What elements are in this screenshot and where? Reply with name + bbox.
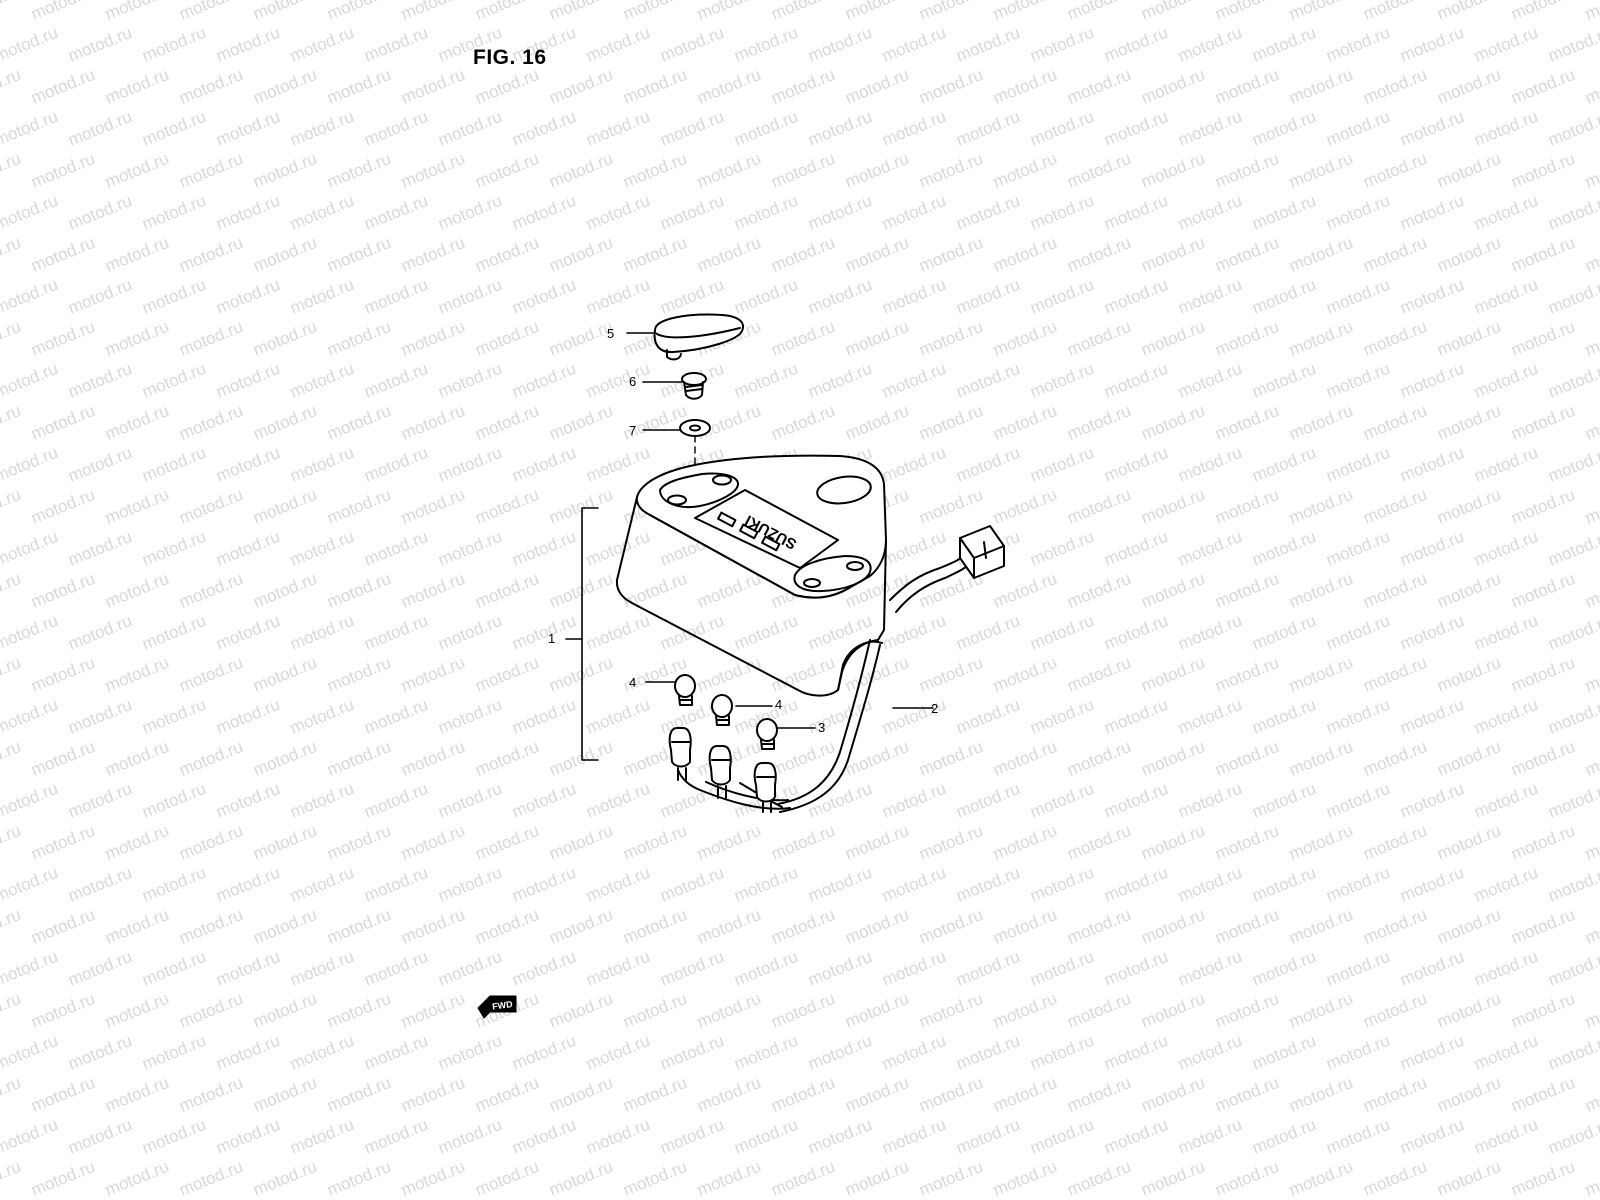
callout-4-left: 4 bbox=[629, 675, 637, 690]
screw-part bbox=[681, 372, 707, 400]
callout-2: 2 bbox=[931, 701, 939, 716]
figure-title: FIG. 16 bbox=[473, 46, 547, 69]
washer-part bbox=[679, 419, 711, 437]
cable-harness bbox=[677, 525, 1005, 813]
bulb-left bbox=[674, 674, 696, 706]
cap-part bbox=[653, 313, 744, 361]
callout-6: 6 bbox=[629, 374, 637, 389]
fwd-label: FWD bbox=[492, 999, 514, 1012]
bulb-socket-right bbox=[753, 762, 777, 813]
fwd-arrow-icon bbox=[477, 995, 517, 1019]
bulb-middle bbox=[711, 694, 733, 726]
callout-1: 1 bbox=[548, 631, 556, 646]
indicator-housing bbox=[615, 454, 887, 697]
callout-3: 3 bbox=[818, 720, 826, 735]
bulb-socket-middle bbox=[708, 745, 732, 799]
assembly-bracket bbox=[565, 507, 599, 761]
callout-4-middle: 4 bbox=[775, 697, 783, 712]
callout-5: 5 bbox=[607, 326, 615, 341]
bulb-right bbox=[756, 718, 778, 750]
callout-7: 7 bbox=[629, 423, 637, 438]
bulb-socket-left bbox=[668, 727, 692, 781]
